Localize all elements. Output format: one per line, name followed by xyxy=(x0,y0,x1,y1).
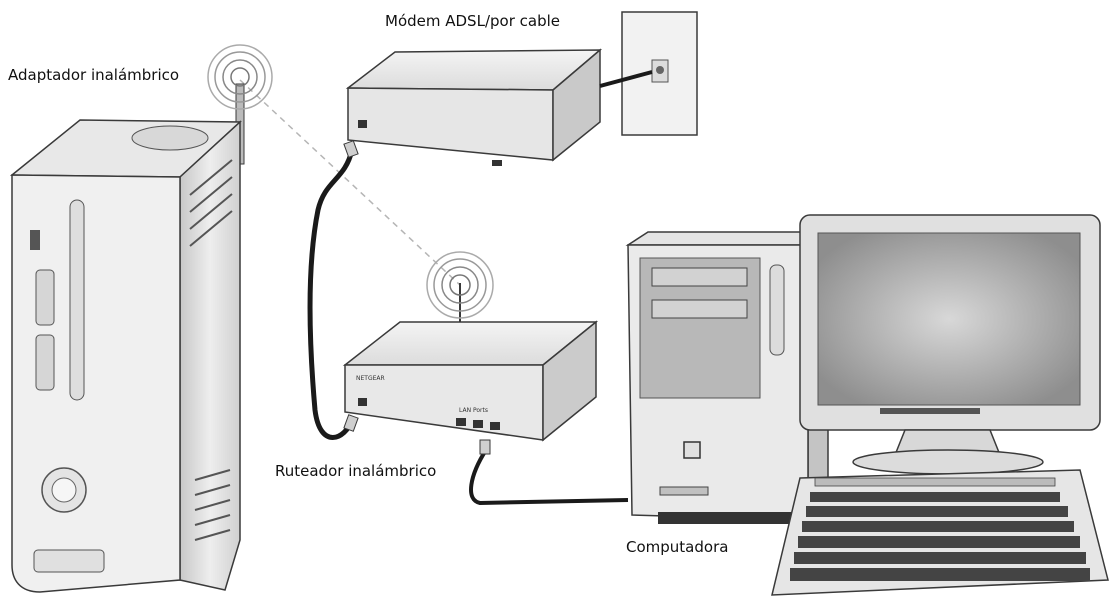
modem-device xyxy=(345,48,603,166)
computer-label: Computadora xyxy=(626,538,729,556)
router-label: Ruteador inalámbrico xyxy=(275,462,437,480)
router-ports-text: LAN Ports xyxy=(459,407,488,414)
game-console xyxy=(9,44,273,593)
computer-tower xyxy=(625,230,831,524)
router-brand-text: NETGEAR xyxy=(356,375,385,382)
keyboard xyxy=(771,469,1109,596)
router-computer-cable xyxy=(469,448,629,506)
modem-label: Módem ADSL/por cable xyxy=(385,12,560,30)
adapter-label: Adaptador inalámbrico xyxy=(8,66,180,84)
modem-router-cable xyxy=(307,149,355,440)
modem-wall-cable xyxy=(599,70,653,88)
router-device xyxy=(342,251,599,442)
computer-monitor xyxy=(799,214,1101,475)
wall-jack xyxy=(621,11,698,136)
